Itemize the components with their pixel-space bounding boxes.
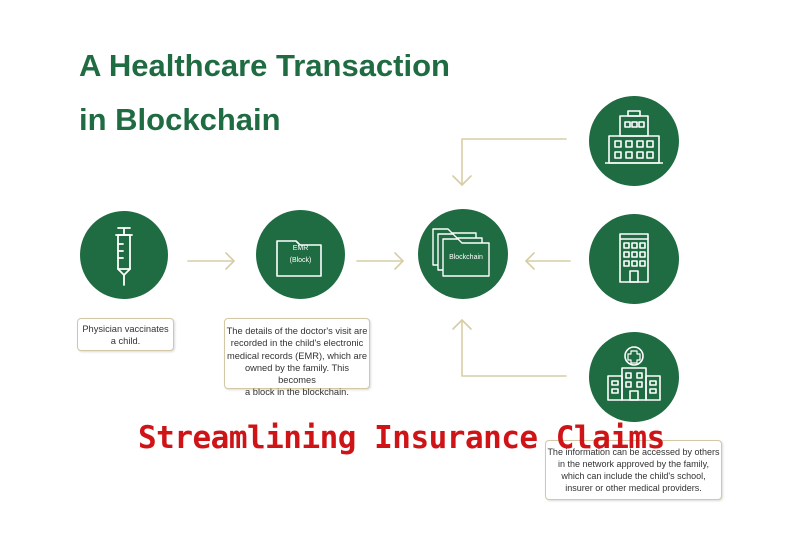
office-building-icon — [619, 233, 649, 283]
caption-line: a child. — [110, 336, 141, 347]
emr-caption: The details of the doctor's visit are re… — [224, 318, 370, 397]
hospital-node — [589, 332, 679, 422]
office-node — [589, 214, 679, 304]
caption-line: a block in the blockchain. — [245, 387, 349, 398]
overlay-heading: Streamlining Insurance Claims — [138, 420, 665, 456]
caption-line: The information can be accessed by other… — [547, 447, 720, 457]
syringe-icon — [115, 227, 133, 286]
school-node — [589, 96, 679, 186]
caption-line: which can include the child's school, — [561, 470, 706, 481]
caption-line: insurer or other medical providers. — [565, 482, 702, 493]
network-caption: The information can be accessed by other… — [545, 440, 722, 500]
vaccination-node — [80, 211, 168, 299]
caption-line: medical records (EMR), which are — [226, 350, 367, 361]
arrow-syringe-to-emr — [187, 252, 235, 270]
title-line-2: in Blockchain — [79, 102, 281, 137]
stacked-folders-icon — [432, 228, 490, 277]
arrow-emr-to-blockchain — [356, 252, 404, 270]
caption-line: in the network approved by the family, — [558, 458, 709, 469]
caption-line: owned by the family. This becomes — [244, 362, 350, 386]
caption-line: Physician vaccinates — [82, 324, 169, 334]
arrow-office-to-blockchain — [525, 252, 571, 270]
caption-line: recorded in the child's electronic — [230, 338, 364, 349]
hospital-icon — [607, 346, 661, 401]
emr-node: EMR (Block) — [256, 210, 345, 299]
emr-label: EMR — [292, 245, 309, 252]
blockchain-label: Blockchain — [449, 254, 483, 261]
arrow-hospital-to-blockchain — [452, 319, 567, 377]
folder-icon — [276, 240, 322, 277]
title-line-1: A Healthcare Transaction — [79, 48, 450, 83]
blockchain-node: Blockchain — [418, 209, 508, 299]
arrow-school-to-blockchain — [452, 138, 567, 186]
physician-caption: Physician vaccinates a child. — [77, 318, 174, 351]
caption-line: The details of the doctor's visit are — [226, 326, 368, 336]
emr-sublabel: (Block) — [289, 257, 312, 264]
school-building-icon — [605, 110, 663, 164]
